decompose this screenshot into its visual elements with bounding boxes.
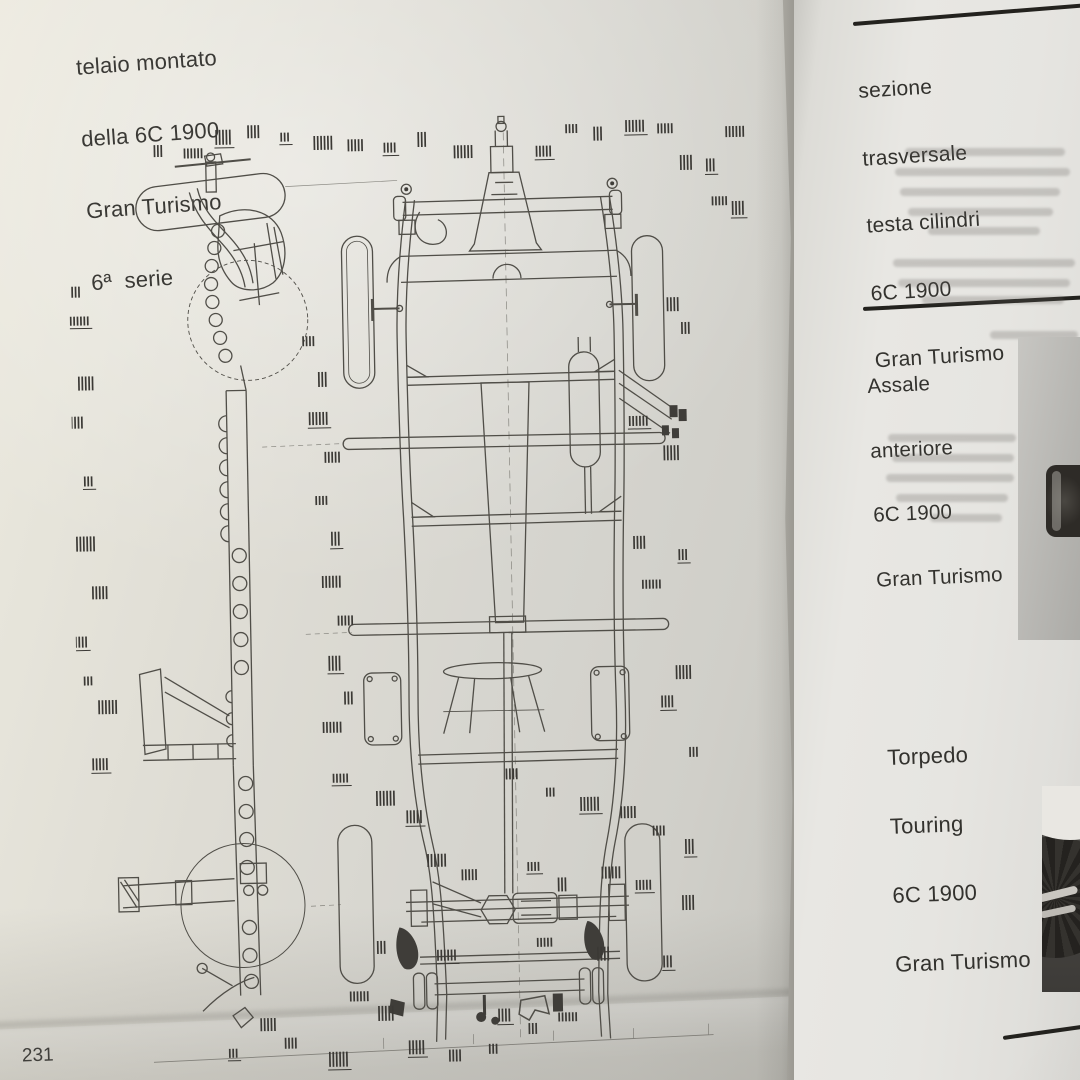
caption-torpedo-touring: Torpedo Touring 6C 1900 Gran Turismo <box>885 695 1033 1022</box>
car-fender-image <box>1042 786 1080 840</box>
axle-hub-image <box>1046 465 1080 537</box>
left-page <box>0 0 793 1080</box>
side-view <box>117 152 309 1029</box>
caption-line: telaio montato <box>75 45 218 80</box>
chassis-diagram <box>68 115 748 1071</box>
caption-line: 6C 1900 <box>872 500 953 527</box>
dimension-labels <box>68 119 748 1071</box>
caption-line: Gran Turismo <box>894 946 1032 977</box>
caption-line: Torpedo <box>886 741 969 770</box>
axle-hub-highlight <box>1052 471 1061 531</box>
caption-line: sezione <box>857 75 933 103</box>
photo-axle-detail <box>1018 337 1080 640</box>
page-number: 231 <box>21 1044 55 1067</box>
caption-line: Assale <box>866 372 931 398</box>
photo-torpedo-car <box>1042 786 1080 992</box>
caption-line: 6C 1900 <box>892 879 978 908</box>
plan-view <box>337 115 673 1042</box>
caption-line: Touring <box>889 811 964 839</box>
caption-line: Gran Turismo <box>875 562 1004 592</box>
diagram-dark-details <box>389 181 687 1025</box>
